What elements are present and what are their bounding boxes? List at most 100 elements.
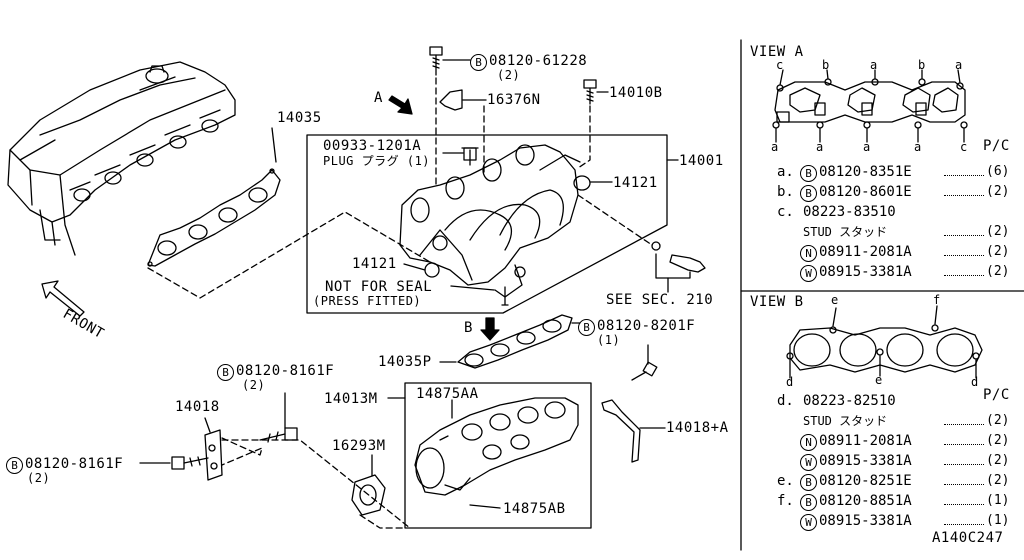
view-b-part-number: 08915-3381A	[819, 453, 912, 469]
view-b-leader-dots	[944, 493, 984, 505]
label-view-b-arrow: B	[464, 320, 473, 336]
view-a-title: VIEW A	[750, 44, 804, 60]
label-view-a-arrow: A	[374, 90, 383, 106]
b-prefix-icon: B	[800, 165, 817, 182]
view-a-part-number: 08223-83510	[803, 204, 896, 220]
view-b-letter-e2: e	[875, 373, 883, 387]
view-b-letter-d: d	[786, 375, 794, 389]
view-a-part: STUD スタッド	[803, 224, 887, 240]
view-a-key: a.	[777, 164, 794, 180]
view-a-pc: P/C	[983, 138, 1010, 154]
w-prefix-icon: W	[800, 454, 817, 471]
label-see-sec: SEE SEC. 210	[606, 292, 714, 308]
gasket-16293m-hole	[359, 484, 377, 506]
cylinder-head-drawing	[7, 61, 236, 256]
view-b-part-number: STUD スタッド	[803, 414, 888, 428]
view-a-part-number: 08120-8351E	[819, 164, 912, 180]
view-b-leader-dots	[944, 513, 984, 525]
b-prefix-icon: B	[800, 185, 817, 202]
bolt-14010b-drawing	[583, 79, 597, 105]
view-a-part-number: 08120-8601E	[819, 184, 912, 200]
label-14121-right: 14121	[613, 175, 658, 191]
view-a-key: b.	[777, 184, 794, 200]
view-b-key: e.	[777, 473, 794, 489]
collector-group-frame	[404, 382, 592, 529]
view-a-key: c.	[777, 204, 794, 220]
view-a-leader-dots	[944, 264, 984, 276]
w-prefix-icon: W	[800, 265, 817, 282]
view-a-leader-dots	[944, 244, 984, 256]
view-b-leader-dots	[944, 413, 984, 425]
view-b-part: STUD スタッド	[803, 413, 887, 429]
label-16293m: 16293M	[332, 438, 386, 454]
n-prefix-icon: N	[800, 434, 817, 451]
bolt-8201f-drawing	[631, 361, 658, 381]
label-press-fitted: (PRESS FITTED)	[313, 294, 422, 308]
gasket-14035-drawing	[147, 168, 281, 267]
label-bolt-8201f-qty: (1)	[597, 333, 621, 347]
view-b-key: d.	[777, 393, 794, 409]
label-bolt-8161f-left-qty: (2)	[27, 471, 51, 485]
leader-see-sec	[655, 253, 691, 279]
seal-14121-left-drawing	[424, 262, 440, 278]
view-a-letter-c: c	[776, 58, 784, 72]
view-a-letter-a3: a	[771, 140, 779, 154]
view-b-part-number: 08120-8851A	[819, 493, 912, 509]
view-b-qty: (2)	[986, 453, 1010, 468]
b-prefix-icon: B	[800, 474, 817, 491]
dashed-leader-14010b	[577, 105, 591, 169]
view-a-leader-dots	[944, 184, 984, 196]
view-a-leader-dots	[944, 224, 984, 236]
label-14001: 14001	[679, 153, 724, 169]
dashed-leader-16293m	[359, 514, 406, 529]
view-b-part-number: 08120-8251E	[819, 473, 912, 489]
view-b-leader-dots	[944, 473, 984, 485]
bolt-top-drawing	[429, 46, 443, 76]
view-b-letter-f: f	[933, 293, 941, 307]
view-b-pc: P/C	[983, 387, 1010, 403]
view-b-qty: (1)	[986, 513, 1010, 528]
view-b-part-number: 08915-3381A	[819, 513, 912, 529]
view-b-letter-e: e	[831, 293, 839, 307]
dashed-leader-sensor	[577, 194, 653, 246]
view-a-qty: (2)	[986, 244, 1010, 259]
view-b-letter-d2: d	[971, 375, 979, 389]
view-a-letter-c2: c	[960, 140, 968, 154]
label-not-for-seal: NOT FOR SEAL	[325, 279, 433, 295]
view-a-letter-a: a	[870, 58, 878, 72]
bolt-8201f-part: 08120-8201F	[597, 318, 696, 334]
view-a-part-number: 08911-2081A	[819, 244, 912, 260]
manifold-group-frame	[306, 134, 668, 314]
view-b-part: 08223-82510	[803, 393, 896, 409]
view-b-qty: (2)	[986, 433, 1010, 448]
leader-14121-left	[403, 263, 426, 271]
label-drawing-code: A140C247	[932, 530, 1004, 546]
gasket-16293m-drawing	[351, 474, 386, 516]
bracket-16376n-drawing	[439, 89, 463, 111]
plug-drawing	[463, 147, 477, 161]
dashed-leader-head	[147, 211, 431, 299]
view-a-qty: (2)	[986, 184, 1010, 199]
gasket-14035p-drawing	[457, 314, 573, 369]
dashed-leader-14018	[221, 437, 263, 466]
view-b-gasket-drawing	[786, 305, 983, 379]
view-a-gasket-drawing	[772, 69, 968, 143]
leader-14035	[271, 127, 277, 163]
front-arrow-icon	[41, 280, 85, 317]
view-a-letter-a2: a	[955, 58, 963, 72]
label-bolt-top-qty: (2)	[497, 68, 521, 82]
view-a-part: 08223-83510	[803, 204, 896, 220]
view-a-letter-a6: a	[914, 140, 922, 154]
bracket-14018-drawing	[204, 429, 223, 481]
label-14018a: 14018+A	[666, 420, 729, 436]
bolt-8161f-left-drawing	[171, 456, 209, 470]
bolt-8161f-top-part: 08120-8161F	[236, 363, 335, 379]
view-a-letter-b: b	[822, 58, 830, 72]
